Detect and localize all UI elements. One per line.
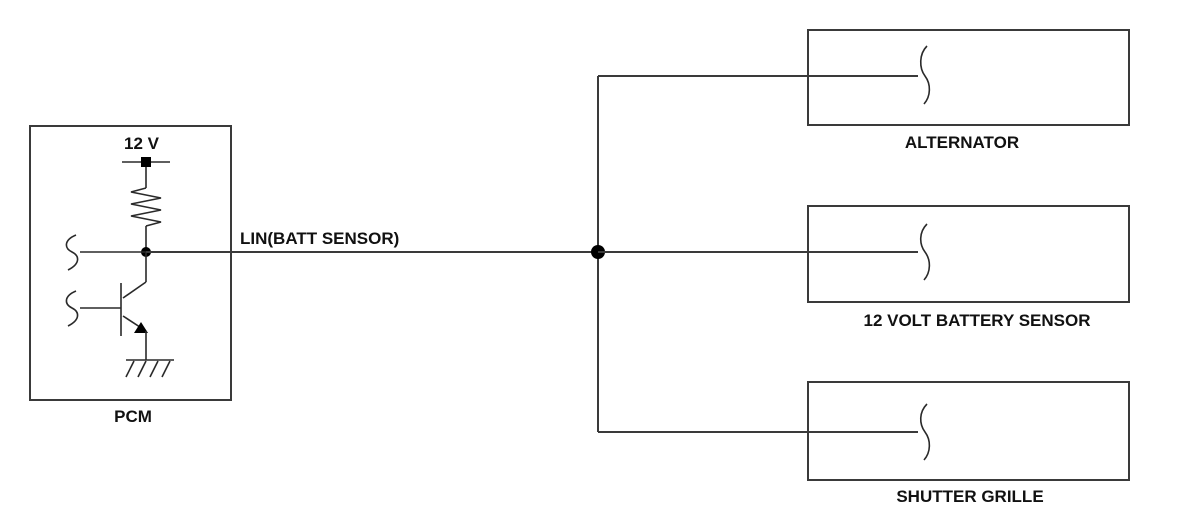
transistor-collector <box>122 281 147 299</box>
battery-sensor-label: 12 VOLT BATTERY SENSOR <box>863 311 1090 330</box>
supply-terminal <box>141 157 151 167</box>
battery-sensor-module: 12 VOLT BATTERY SENSOR <box>807 205 1130 330</box>
battery-sensor-break-mark-icon <box>919 223 931 281</box>
lin-bus: LIN(BATT SENSOR) <box>146 75 918 433</box>
shutter-grille-box <box>807 381 1130 481</box>
supply-voltage-label: 12 V <box>124 134 160 153</box>
pullup-resistor-icon <box>130 187 162 227</box>
alternator-box <box>807 29 1130 126</box>
pcm-label: PCM <box>114 407 152 426</box>
ground-icon <box>125 359 174 378</box>
emitter-arrow-icon <box>134 322 148 333</box>
battery-sensor-box <box>807 205 1130 303</box>
pcm-module: 12 V PCM <box>29 125 232 426</box>
pcm-box <box>29 125 232 401</box>
base-break-mark-icon <box>65 290 79 327</box>
shutter-grille-label: SHUTTER GRILLE <box>896 487 1043 506</box>
shutter-grille-break-mark-icon <box>919 403 931 461</box>
shutter-grille-module: SHUTTER GRILLE <box>807 381 1130 506</box>
lin-bus-label: LIN(BATT SENSOR) <box>240 229 399 248</box>
alternator-label: ALTERNATOR <box>905 133 1019 152</box>
wire-break-mark-icon <box>65 234 79 271</box>
alternator-break-mark-icon <box>919 45 931 105</box>
alternator-module: ALTERNATOR <box>807 29 1130 152</box>
